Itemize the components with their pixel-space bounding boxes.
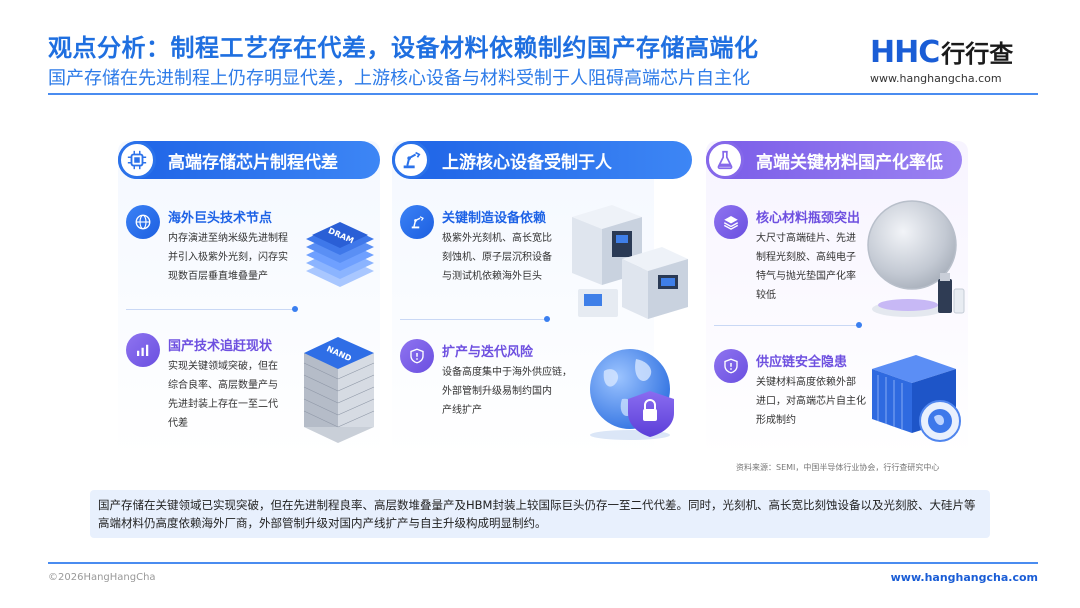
- summary-box: 国产存储在关键领域已实现突破，但在先进制程良率、高层数堆叠量产及HBM封装上较国…: [90, 490, 990, 538]
- item-text: 关键材料高度依赖外部 进口，对高端芯片自主化 形成制约: [756, 377, 866, 426]
- section-divider: [400, 316, 550, 322]
- column-process-gap: 高端存储芯片制程代差 海外巨头技术节点 内存演进至纳米级先进制程 并引入极紫外光…: [118, 141, 380, 457]
- item-text: 实现关键领域突破，但在 综合良率、高层数量产与 先进封装上存在一至二代 代差: [168, 361, 278, 429]
- equipment-illustration: [572, 205, 688, 319]
- wafer-illustration: [867, 200, 965, 317]
- item-title: 供应链安全隐患: [756, 355, 848, 370]
- section-divider: [714, 322, 862, 328]
- logo-mark: HHC: [870, 35, 940, 70]
- item-text: 大尺寸高端硅片、先进 制程光刻胶、高纯电子 特气与抛光垫国产化率 较低: [756, 233, 856, 301]
- globe-icon: [126, 205, 160, 239]
- item-title: 关键制造设备依赖: [442, 211, 547, 226]
- flask-icon: [706, 141, 744, 179]
- chip-icon: [118, 141, 156, 179]
- column-header: 上游核心设备受制于人: [392, 141, 692, 179]
- footer-link[interactable]: www.hanghangcha.com: [890, 571, 1038, 584]
- logo-url: www.hanghangcha.com: [870, 72, 1002, 85]
- item-text: 设备高度集中于海外供应链， 外部管制升级易制约国内 产线扩产: [442, 367, 572, 416]
- item-text: 极紫外光刻机、高长宽比 刻蚀机、原子层沉积设备 与测试机依赖海外巨头: [442, 233, 552, 282]
- robot-arm-icon: [400, 205, 434, 239]
- shield-alert-icon: [400, 339, 434, 373]
- column-header: 高端存储芯片制程代差: [118, 141, 380, 179]
- globe-shield-illustration: [590, 349, 674, 440]
- column-title: 高端关键材料国产化率低: [756, 152, 943, 173]
- column-title: 上游核心设备受制于人: [442, 152, 612, 173]
- item-title: 扩产与迭代风险: [442, 345, 534, 360]
- item-title: 海外巨头技术节点: [168, 211, 273, 226]
- page-subtitle: 国产存储在先进制程上仍存明显代差，上游核心设备与材料受制于人阻碍高端芯片自主化: [48, 68, 750, 89]
- dram-chip-illustration: DRAM: [306, 222, 374, 287]
- footer-divider: [48, 562, 1038, 564]
- layers-icon: [714, 205, 748, 239]
- robot-arm-icon: [392, 141, 430, 179]
- item-title: 国产技术追赶现状: [168, 339, 273, 354]
- copyright: ©2026HangHangCha: [48, 572, 156, 583]
- column-materials: 高端关键材料国产化率低 核心材料瓶颈突出 大尺寸高端硅片、先进 制程光刻胶、高纯…: [706, 141, 968, 457]
- header-divider: [48, 93, 1038, 95]
- brand-logo[interactable]: HHC 行行查 www.hanghangcha.com: [870, 34, 1050, 86]
- column-title: 高端存储芯片制程代差: [168, 152, 338, 173]
- source-note: 资料来源：SEMI，中国半导体行业协会，行行查研究中心: [736, 463, 940, 472]
- nand-chip-illustration: NAND: [303, 337, 375, 443]
- logo-text: 行行查: [941, 40, 1014, 68]
- page-title: 观点分析：制程工艺存在代差，设备材料依赖制约国产存储高端化: [48, 34, 759, 62]
- item-text: 内存演进至纳米级先进制程 并引入极紫外光刻，闪存实 现数百层垂直堆叠量产: [168, 233, 288, 282]
- bar-chart-icon: [126, 333, 160, 367]
- shield-alert-icon: [714, 349, 748, 383]
- column-header: 高端关键材料国产化率低: [706, 141, 962, 179]
- item-title: 核心材料瓶颈突出: [756, 211, 861, 226]
- section-divider: [126, 306, 298, 312]
- column-equipment: 上游核心设备受制于人 关键制造设备依赖 极紫外光刻机、高长宽比 刻蚀机、原子层沉…: [392, 141, 692, 457]
- container-globe-illustration: [872, 355, 961, 442]
